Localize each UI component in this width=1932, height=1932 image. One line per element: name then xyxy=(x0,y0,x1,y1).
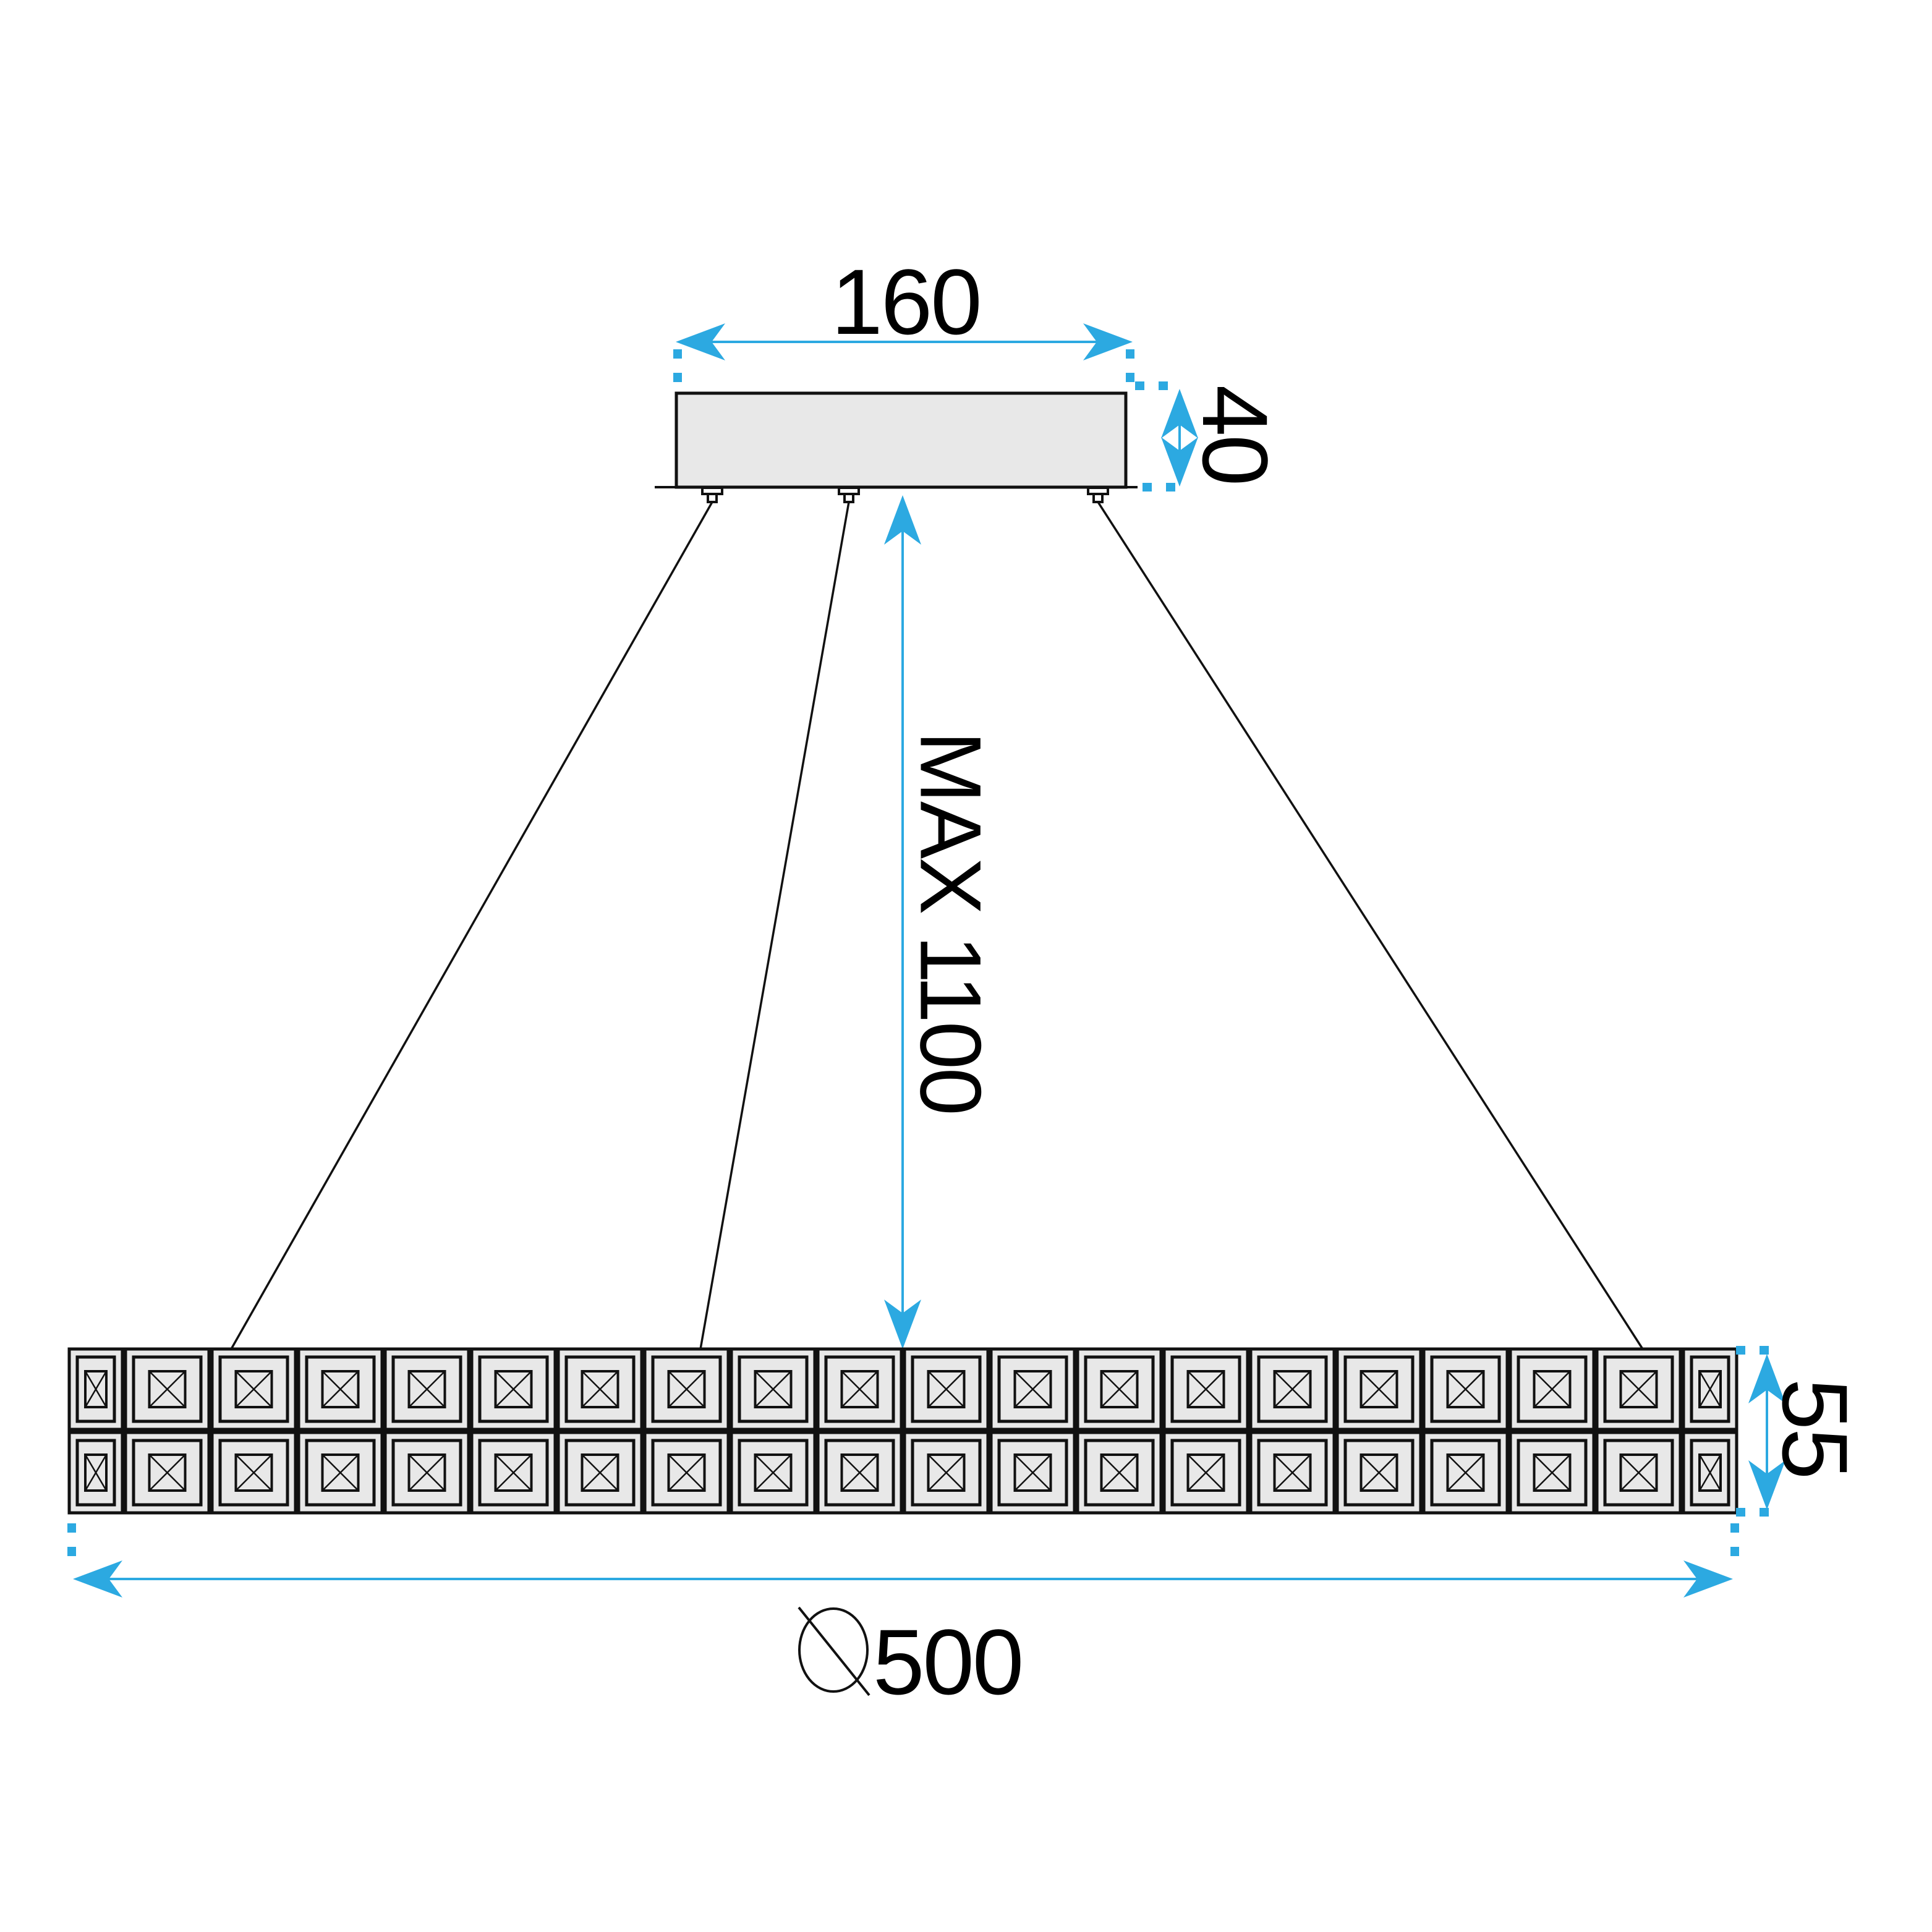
canopy-box xyxy=(674,391,1128,489)
crystal-cell xyxy=(1162,1431,1249,1515)
crystal-cell xyxy=(1682,1431,1738,1515)
crystal-cell xyxy=(297,1347,384,1431)
diameter-slash xyxy=(798,1606,870,1696)
suspension-wire-middle xyxy=(699,501,850,1350)
dim-arrow-right xyxy=(1083,323,1133,360)
hanger-left-tip xyxy=(707,493,718,503)
dim-label-canopy-height: 40 xyxy=(1183,385,1287,485)
diameter-symbol xyxy=(798,1606,870,1696)
crystal-cell xyxy=(383,1431,470,1515)
crystal-cell xyxy=(1335,1431,1423,1515)
crystal-cell xyxy=(297,1431,384,1515)
diameter-circle xyxy=(798,1607,869,1693)
crystal-cell xyxy=(124,1347,211,1431)
canopy-group xyxy=(230,391,1644,1350)
crystal-cell xyxy=(1076,1431,1163,1515)
crystal-cell xyxy=(816,1431,903,1515)
crystal-cell xyxy=(643,1431,730,1515)
crystal-cell xyxy=(1509,1347,1596,1431)
crystal-cell xyxy=(903,1431,990,1515)
crystal-cell xyxy=(1076,1347,1163,1431)
crystal-cell xyxy=(816,1347,903,1431)
dim-arrow-down xyxy=(884,1300,921,1349)
crystal-bar xyxy=(67,1347,1738,1515)
crystal-cell xyxy=(1595,1347,1682,1431)
dim-label-max-drop: MAX 1100 xyxy=(903,731,1000,1113)
crystal-cell xyxy=(210,1431,297,1515)
crystal-cell xyxy=(1249,1431,1336,1515)
crystal-cell xyxy=(730,1431,817,1515)
crystal-cell xyxy=(1509,1431,1596,1515)
suspension-wire-left xyxy=(230,501,713,1350)
dim-label-canopy-width: 160 xyxy=(831,250,980,354)
crystal-cell xyxy=(989,1347,1076,1431)
crystal-cell xyxy=(1422,1431,1509,1515)
dim-arrow-up xyxy=(1748,1354,1785,1403)
suspension-wire-right xyxy=(1097,501,1644,1350)
dim-bar-height: 55 xyxy=(1736,1346,1867,1517)
crystal-cell xyxy=(643,1347,730,1431)
crystal-cell xyxy=(1595,1431,1682,1515)
hanger-left xyxy=(701,487,723,503)
dim-arrow-down xyxy=(1748,1460,1785,1510)
crystal-cell xyxy=(989,1431,1076,1515)
crystal-cell xyxy=(1162,1347,1249,1431)
hanger-right-tip xyxy=(1092,493,1104,503)
dim-arrow-left xyxy=(73,1560,122,1598)
dim-arrow-down xyxy=(1161,437,1198,487)
crystal-cell xyxy=(67,1431,124,1515)
dim-arrow-left xyxy=(676,323,725,360)
dim-label-bar-height: 55 xyxy=(1763,1379,1867,1478)
crystal-cell xyxy=(124,1431,211,1515)
hanger-middle xyxy=(838,487,860,503)
crystal-cell xyxy=(1682,1347,1738,1431)
dim-bar-diameter: 500 xyxy=(67,1523,1739,1714)
hanger-right xyxy=(1087,487,1109,503)
dim-arrow-up xyxy=(884,495,921,545)
dim-canopy-width: 160 xyxy=(673,250,1134,391)
crystal-cell xyxy=(67,1347,124,1431)
crystal-cell xyxy=(470,1347,557,1431)
dim-arrow-up xyxy=(1161,389,1198,438)
crystal-cell xyxy=(210,1347,297,1431)
hanger-middle-tip xyxy=(843,493,854,503)
dim-arrow-right xyxy=(1683,1560,1733,1598)
crystal-cell xyxy=(903,1347,990,1431)
crystal-cell xyxy=(556,1347,644,1431)
crystal-cell xyxy=(383,1347,470,1431)
crystal-cell xyxy=(556,1431,644,1515)
crystal-cell xyxy=(730,1347,817,1431)
crystal-cell xyxy=(1249,1347,1336,1431)
crystal-cell xyxy=(1422,1347,1509,1431)
dim-canopy-height: 40 xyxy=(1135,381,1287,492)
dim-max-drop: MAX 1100 xyxy=(884,495,1000,1349)
crystal-cell xyxy=(470,1431,557,1515)
dim-label-bar-diameter: 500 xyxy=(873,1610,1022,1714)
crystal-cell xyxy=(1335,1347,1423,1431)
